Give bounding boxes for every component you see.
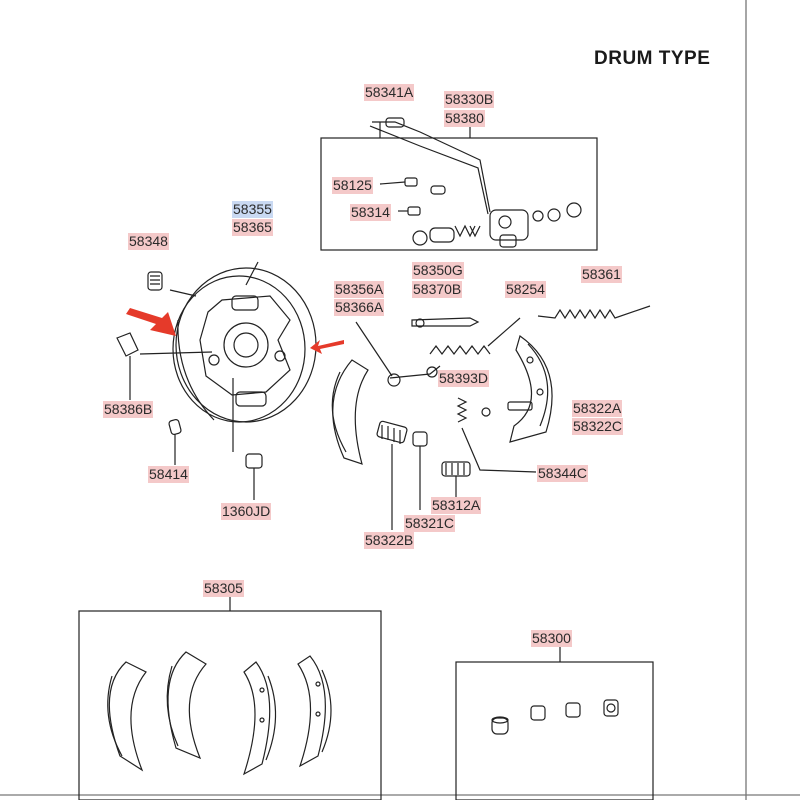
part-label-58350G[interactable]: 58350G [412, 262, 464, 279]
part-label-1360JD[interactable]: 1360JD [221, 503, 272, 520]
backing-plate-icon [139, 261, 317, 452]
pointer-arrows [126, 308, 344, 354]
part-label-58348[interactable]: 58348 [128, 233, 169, 250]
brake-shoe-right-icon [509, 335, 553, 443]
pointer-arrow-right [310, 340, 344, 354]
part-label-58393D[interactable]: 58393D [438, 370, 490, 387]
part-label-58386B[interactable]: 58386B [103, 401, 154, 418]
shoe-kit-box [78, 610, 382, 800]
wheel-cylinder-icon [369, 117, 582, 248]
part-label-58361[interactable]: 58361 [581, 266, 622, 283]
part-label-58370B[interactable]: 58370B [412, 281, 463, 298]
part-label-58300[interactable]: 58300 [531, 630, 572, 647]
hardware-left-icon [116, 271, 263, 500]
part-label-58380[interactable]: 58380 [444, 110, 485, 127]
part-label-58355[interactable]: 58355 [232, 201, 273, 218]
part-label-58125[interactable]: 58125 [332, 177, 373, 194]
part-label-58321C[interactable]: 58321C [404, 515, 456, 532]
part-label-58356A[interactable]: 58356A [334, 281, 385, 298]
part-label-58322A[interactable]: 58322A [572, 400, 623, 417]
shoe-kit-shoes-icon [107, 651, 332, 776]
part-label-58322C[interactable]: 58322C [572, 418, 624, 435]
repair-kit-box [455, 661, 654, 800]
part-label-58344C[interactable]: 58344C [537, 465, 589, 482]
wheel-cylinder-box [320, 137, 598, 251]
page-title: DRUM TYPE [594, 48, 711, 69]
adjuster-lever-icon [355, 305, 651, 500]
part-label-58341A[interactable]: 58341A [364, 84, 415, 101]
part-label-58365[interactable]: 58365 [232, 219, 273, 236]
part-label-58414[interactable]: 58414 [148, 466, 189, 483]
part-label-58330B[interactable]: 58330B [444, 91, 495, 108]
part-label-58254[interactable]: 58254 [505, 281, 546, 298]
part-label-58366A[interactable]: 58366A [334, 299, 385, 316]
part-label-58322B[interactable]: 58322B [364, 532, 415, 549]
brake-shoe-left-icon [331, 359, 428, 530]
repair-kit-parts-icon [491, 699, 619, 735]
part-label-58305[interactable]: 58305 [203, 580, 244, 597]
part-label-58312A[interactable]: 58312A [431, 497, 482, 514]
part-label-58314[interactable]: 58314 [350, 204, 391, 221]
pointer-arrow-left [126, 308, 176, 336]
